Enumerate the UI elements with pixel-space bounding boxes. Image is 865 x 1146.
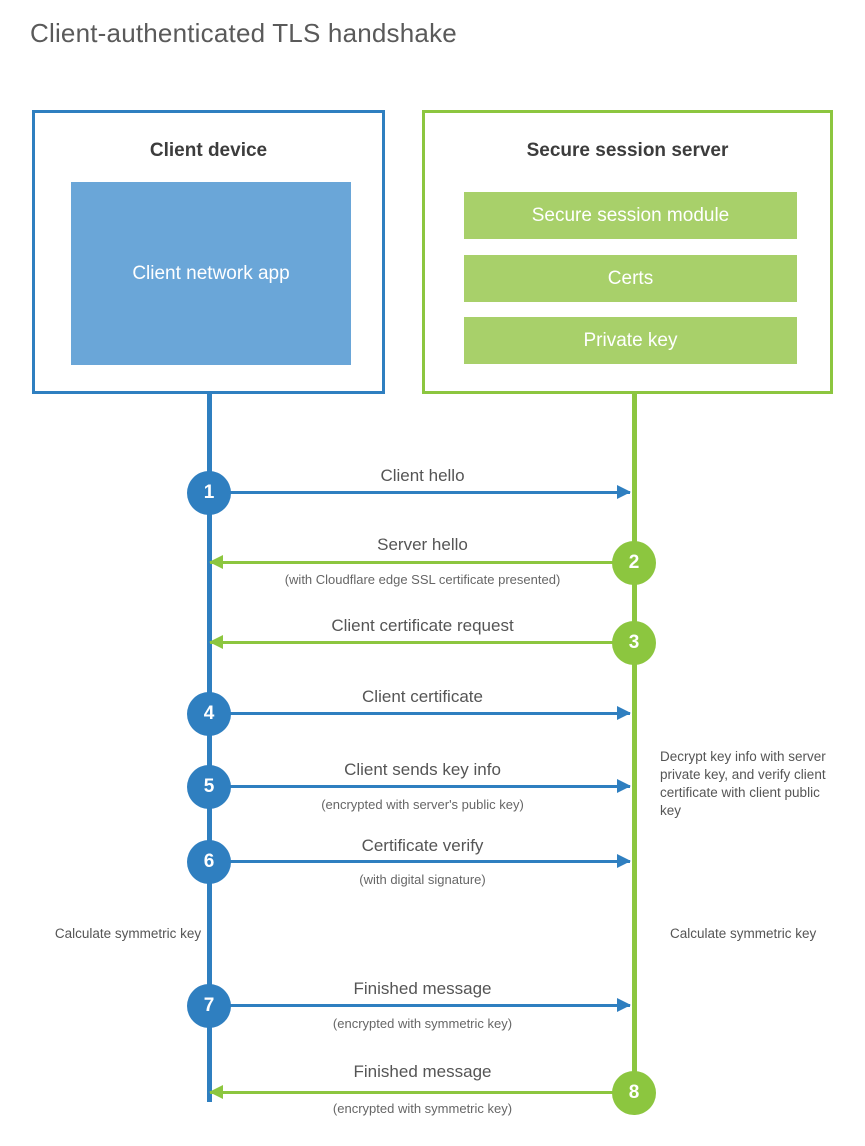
step-4-arrow [210, 706, 631, 720]
client-network-app-block: Client network app [71, 182, 351, 365]
server-module-label: Secure session module [531, 204, 730, 226]
client-network-app-label: Client network app [132, 263, 290, 284]
step-7-marker: 7 [187, 984, 231, 1028]
step-4-label: Client certificate [362, 687, 483, 706]
arrow-head-icon [617, 854, 631, 868]
client-device-title: Client device [149, 140, 268, 161]
server-module-private-key: Private key [464, 317, 797, 364]
arrow-head-icon [617, 485, 631, 499]
step-5-sublabel: (encrypted with server's public key) [321, 797, 524, 812]
step-6-marker: 6 [187, 840, 231, 884]
step-7-sublabel: (encrypted with symmetric key) [332, 1016, 513, 1031]
step-6-sublabel: (with digital signature) [359, 872, 486, 887]
arrow-head-icon [617, 706, 631, 720]
step-7-label: Finished message [353, 979, 492, 998]
step-3-label: Client certificate request [331, 616, 514, 635]
arrow-head-icon [617, 998, 631, 1012]
arrow-head-icon [209, 635, 223, 649]
step-4-marker: 4 [187, 692, 231, 736]
server-module-label: Certs [607, 267, 654, 289]
step-8-label: Finished message [353, 1062, 492, 1081]
client-lifeline [207, 391, 212, 1102]
secure-session-server-box: Secure session server Secure session mod… [422, 110, 833, 394]
step-2-marker: 2 [612, 541, 656, 585]
step-2-sublabel: (with Cloudflare edge SSL certificate pr… [284, 572, 561, 587]
step-2-label: Server hello [377, 535, 468, 554]
client-device-box: Client device Client network app [32, 110, 385, 394]
step-5-marker: 5 [187, 765, 231, 809]
step-8-sublabel: (encrypted with symmetric key) [332, 1101, 513, 1116]
server-module-secure-session-module: Secure session module [464, 192, 797, 239]
step-8-marker: 8 [612, 1071, 656, 1115]
step-7-arrow [210, 998, 631, 1012]
step-6-arrow [210, 854, 631, 868]
step-5-label: Client sends key info [344, 760, 501, 779]
secure-session-server-title: Secure session server [526, 140, 729, 161]
page-title: Client-authenticated TLS handshake [30, 18, 457, 48]
step-3-arrow [209, 635, 630, 649]
server-module-label: Private key [583, 329, 678, 351]
server-lifeline [632, 391, 637, 1093]
step-8-arrow [209, 1085, 630, 1099]
arrow-head-icon [209, 555, 223, 569]
server-decrypt-note: Decrypt key info with server private key… [660, 749, 826, 818]
server-calculate-symmetric-key-note: Calculate symmetric key [670, 926, 817, 941]
step-5-arrow [210, 779, 631, 793]
client-calculate-symmetric-key-note: Calculate symmetric key [54, 926, 202, 941]
step-2-arrow [209, 555, 630, 569]
step-6-label: Certificate verify [361, 836, 484, 855]
step-1-marker: 1 [187, 471, 231, 515]
step-1-arrow [210, 485, 631, 499]
arrow-head-icon [617, 779, 631, 793]
arrow-head-icon [209, 1085, 223, 1099]
step-1-label: Client hello [380, 466, 465, 485]
server-module-certs: Certs [464, 255, 797, 302]
step-3-marker: 3 [612, 621, 656, 665]
